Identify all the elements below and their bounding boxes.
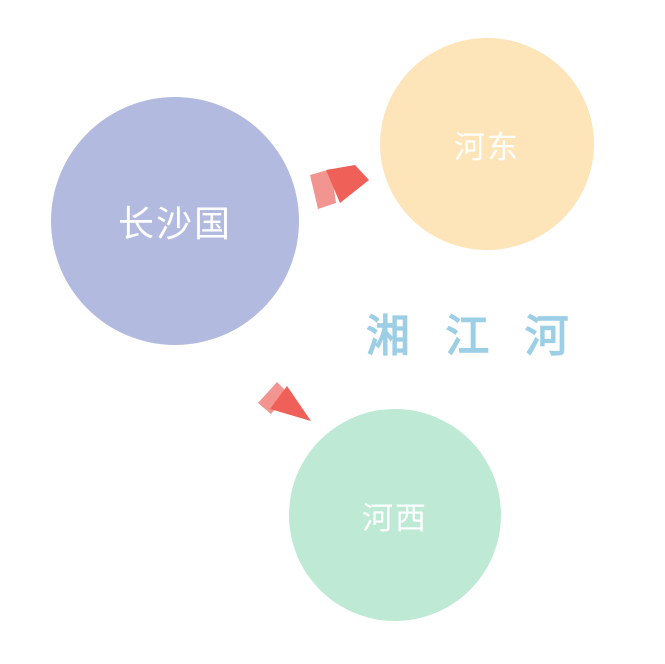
arrow-to-hexi-tail [258, 382, 288, 414]
node-hexi-label: 河西 [362, 500, 428, 537]
arrow-to-hedong [310, 165, 369, 209]
arrow-to-hexi [258, 382, 311, 421]
arrow-to-hedong-head [326, 165, 369, 203]
node-hexi: 河西 [289, 409, 501, 621]
arrow-to-hedong-tail [310, 169, 336, 209]
node-changsha-label: 长沙国 [117, 204, 232, 245]
arrow-to-hexi-head [270, 386, 311, 421]
node-hedong: 河东 [380, 38, 594, 250]
node-changsha: 长沙国 [51, 97, 299, 345]
river-label: 湘 江 河 [366, 311, 579, 362]
node-hedong-label: 河东 [454, 129, 520, 166]
